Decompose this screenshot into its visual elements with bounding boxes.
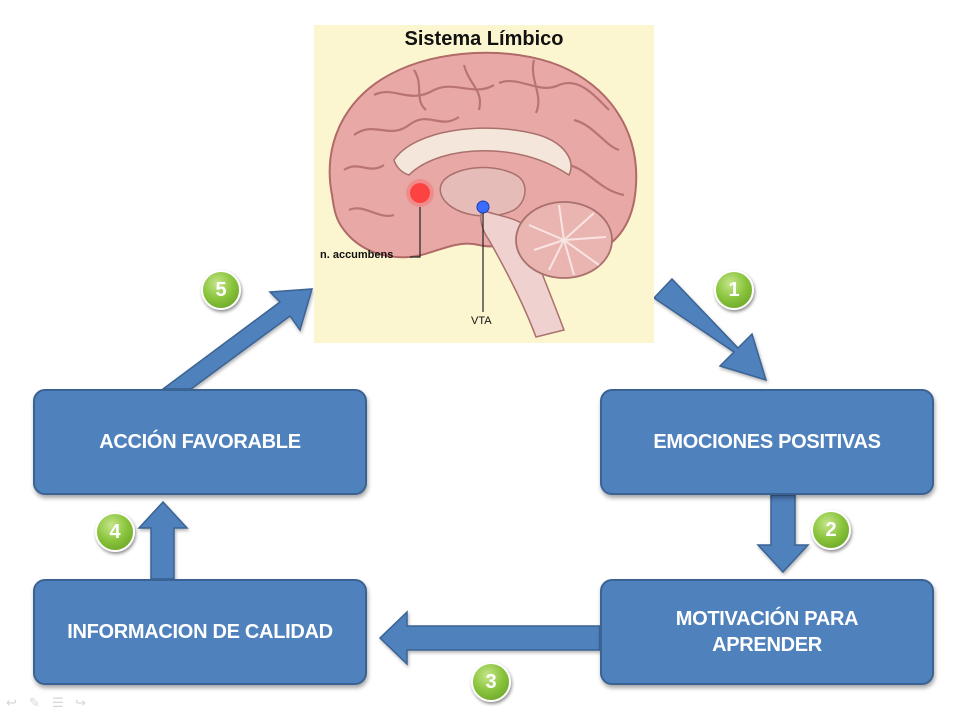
step-badge-2: 2	[811, 510, 851, 550]
step-badge-5: 5	[201, 270, 241, 310]
pen-icon[interactable]: ✎	[29, 695, 40, 710]
box-motivacion-para-aprender: MOTIVACIÓN PARA APRENDER	[600, 579, 934, 685]
limbic-system-image: Sistema Límbico n. accumbens VTA	[314, 25, 654, 343]
box-informacion-de-calidad: INFORMACION DE CALIDAD	[33, 579, 367, 685]
brain-illustration	[328, 51, 638, 338]
menu-icon[interactable]: ☰	[52, 695, 64, 710]
accumbens-leader-line	[410, 207, 421, 258]
vta-marker	[476, 200, 490, 214]
box-accion-favorable: ACCIÓN FAVORABLE	[33, 389, 367, 495]
arrow-1	[652, 277, 768, 382]
brain-title: Sistema Límbico	[404, 28, 564, 50]
box-motivacion-label: MOTIVACIÓN PARA APRENDER	[675, 608, 859, 656]
vta-label: VTA	[471, 315, 492, 327]
slideshow-nav: ↩ ✎ ☰ ↪	[6, 696, 91, 710]
step-badge-4: 4	[95, 512, 135, 552]
box-accion-label: ACCIÓN FAVORABLE	[99, 431, 301, 453]
accumbens-label: n. accumbens	[320, 249, 394, 261]
accumbens-marker	[410, 183, 430, 203]
corpus-callosum	[393, 127, 572, 177]
arrow-2	[756, 494, 810, 574]
gyri-lines	[343, 59, 625, 232]
step-badge-3: 3	[471, 662, 511, 702]
cerebellum	[515, 201, 613, 279]
thalamus	[439, 166, 526, 217]
step-badge-1: 1	[714, 270, 754, 310]
arrow-3	[378, 610, 601, 666]
arrow-4	[137, 500, 189, 580]
brainstem	[480, 208, 565, 338]
forward-arrow-icon[interactable]: ↪	[75, 695, 86, 710]
box-emociones-positivas: EMOCIONES POSITIVAS	[600, 389, 934, 495]
back-arrow-icon[interactable]: ↩	[6, 695, 17, 710]
box-informacion-label: INFORMACION DE CALIDAD	[67, 621, 333, 643]
arrow-5	[160, 288, 314, 390]
box-emociones-label: EMOCIONES POSITIVAS	[653, 431, 881, 453]
